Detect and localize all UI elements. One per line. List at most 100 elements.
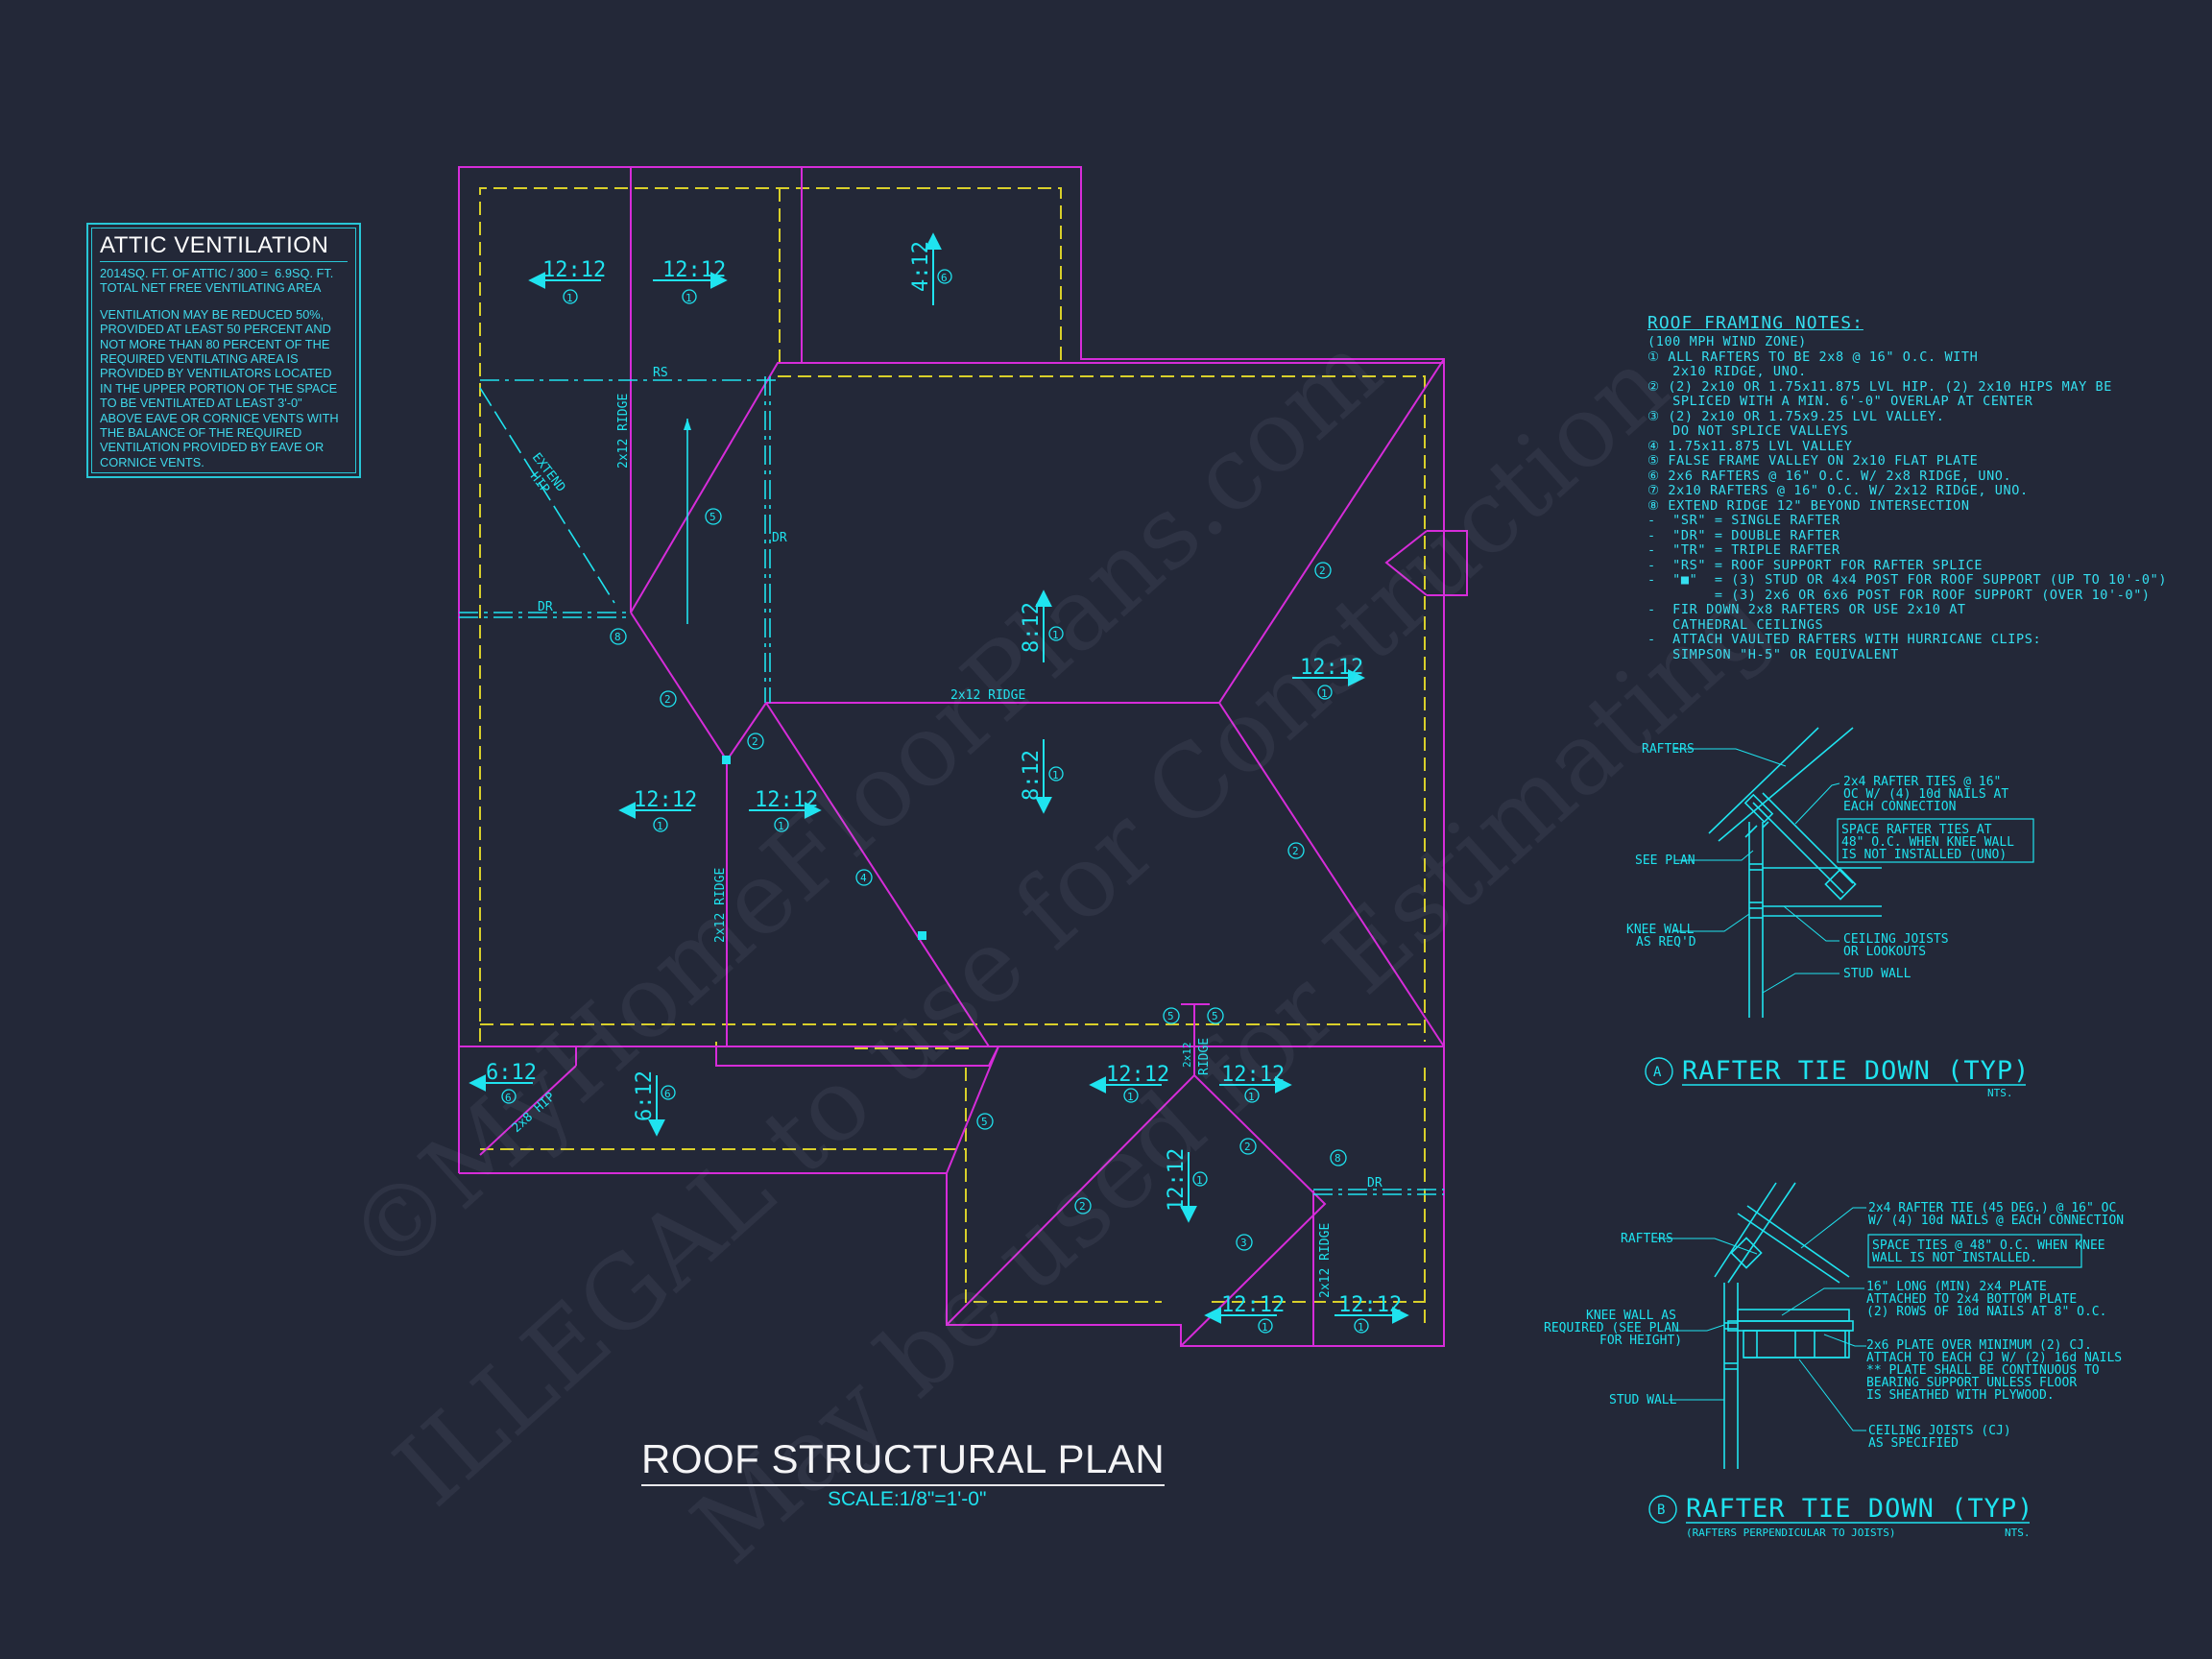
pitch-4: 12:12 1 [618, 788, 697, 832]
framing-note-line: - "RS" = ROOF SUPPORT FOR RAFTER SPLICE [1647, 557, 1984, 573]
svg-text:8: 8 [614, 631, 621, 643]
svg-text:2x12: 2x12 [1181, 1043, 1193, 1069]
framing-note-line: - ATTACH VAULTED RAFTERS WITH HURRICANE … [1647, 632, 2042, 647]
svg-text:NTS.: NTS. [2005, 1527, 2031, 1539]
svg-text:12:12: 12:12 [542, 258, 606, 282]
attic-ventilation-box: ATTIC VENTILATION 2014SQ. FT. OF ATTIC /… [86, 223, 361, 478]
svg-text:** PLATE SHALL BE CONTINUOUS T: ** PLATE SHALL BE CONTINUOUS TO [1866, 1363, 2100, 1378]
svg-text:1: 1 [1052, 769, 1059, 781]
attic-body-line: TO BE VENTILATED AT LEAST 3'-0" [100, 396, 302, 411]
svg-text:2x4 RAFTER TIES @ 16": 2x4 RAFTER TIES @ 16" [1843, 775, 2001, 789]
attic-body-line: THE BALANCE OF THE REQUIRED [100, 425, 302, 441]
pitch-8: 12:12 1 [1219, 1063, 1292, 1103]
pitch-v-8-12-up: 8:12 1 [1020, 589, 1064, 662]
svg-text:CEILING JOISTS (CJ): CEILING JOISTS (CJ) [1868, 1424, 2011, 1438]
pitch-6: 6:12 6 [469, 1061, 537, 1104]
svg-text:B: B [1657, 1503, 1665, 1518]
framing-note-line: ③ (2) 2x10 OR 1.75x9.25 LVL VALLEY. [1647, 408, 1945, 424]
framing-note-line: SPLICED WITH A MIN. 6'-0" OVERLAP AT CEN… [1647, 394, 2033, 409]
svg-text:1: 1 [1248, 1091, 1255, 1103]
svg-text:2: 2 [1319, 565, 1326, 577]
framing-note-line: - "■" = (3) STUD OR 4x4 POST FOR ROOF SU… [1647, 572, 2168, 588]
framing-note-line: ① ALL RAFTERS TO BE 2x8 @ 16" O.C. WITH [1647, 349, 1979, 365]
detail-a-drawing [1645, 727, 2034, 1086]
svg-text:ATTACH TO EACH CJ W/ (2) 16d N: ATTACH TO EACH CJ W/ (2) 16d NAILS [1866, 1351, 2122, 1365]
svg-text:BEARING SUPPORT UNLESS FLOOR: BEARING SUPPORT UNLESS FLOOR [1866, 1376, 2077, 1390]
svg-text:SPACE RAFTER TIES AT: SPACE RAFTER TIES AT [1841, 823, 1992, 837]
svg-text:2: 2 [1244, 1141, 1251, 1153]
svg-text:3: 3 [1240, 1237, 1247, 1249]
framing-note-line: = (3) 2x6 OR 6x6 POST FOR ROOF SUPPORT (… [1647, 587, 2151, 603]
vertical-pitch-labels: 4:12 6 8:12 1 8:12 1 6:12 6 12:12 1 [633, 232, 1208, 1223]
overhang-lines [479, 187, 1426, 1330]
pitch-v-8-12-down: 8:12 1 [1020, 739, 1064, 814]
svg-text:1: 1 [1262, 1321, 1268, 1334]
framing-notes-title: ROOF FRAMING NOTES: [1647, 313, 1863, 333]
pitch-10: 12:12 1 [1334, 1293, 1409, 1334]
svg-text:12:12: 12:12 [755, 788, 818, 812]
svg-text:FOR HEIGHT): FOR HEIGHT) [1599, 1334, 1682, 1348]
svg-text:EACH CONNECTION: EACH CONNECTION [1843, 800, 1956, 814]
svg-text:(2) ROWS OF 10d NAILS AT 8" O.: (2) ROWS OF 10d NAILS AT 8" O.C. [1866, 1305, 2106, 1319]
svg-text:2: 2 [1079, 1200, 1086, 1213]
svg-text:AS REQ'D: AS REQ'D [1636, 935, 1696, 950]
svg-text:OR LOOKOUTS: OR LOOKOUTS [1843, 945, 1926, 959]
framing-note-line: - "SR" = SINGLE RAFTER [1647, 513, 1840, 528]
framing-note-line: ⑦ 2x10 RAFTERS @ 16" O.C. W/ 2x12 RIDGE,… [1647, 483, 2029, 498]
svg-text:1: 1 [1358, 1321, 1364, 1334]
svg-text:6:12: 6:12 [633, 1070, 657, 1121]
svg-text:2: 2 [1292, 845, 1299, 857]
svg-text:RIDGE: RIDGE [1197, 1038, 1212, 1075]
pitch-7: 12:12 1 [1089, 1063, 1169, 1103]
svg-text:DR: DR [1367, 1176, 1382, 1190]
svg-text:1: 1 [685, 292, 692, 304]
svg-text:12:12: 12:12 [1106, 1063, 1169, 1087]
svg-text:4: 4 [860, 872, 867, 884]
svg-text:12:12: 12:12 [662, 258, 726, 282]
svg-text:KNEE WALL AS: KNEE WALL AS [1586, 1309, 1676, 1323]
framing-note-line: ⑥ 2x6 RAFTERS @ 16" O.C. W/ 2x8 RIDGE, U… [1647, 468, 2012, 484]
framing-note-line: DO NOT SPLICE VALLEYS [1647, 423, 1849, 439]
framing-note-line: ④ 1.75x11.875 LVL VALLEY [1647, 438, 1853, 454]
svg-text:1: 1 [1052, 629, 1059, 641]
svg-text:2x12 RIDGE: 2x12 RIDGE [713, 868, 728, 943]
pitch-1: 12:12 1 [528, 258, 606, 304]
svg-text:1: 1 [1127, 1091, 1134, 1103]
svg-text:RAFTERS: RAFTERS [1621, 1232, 1673, 1246]
svg-text:1: 1 [566, 292, 573, 304]
svg-text:CEILING JOISTS: CEILING JOISTS [1843, 932, 1949, 947]
pitch-v-6-12: 6:12 6 [633, 1070, 676, 1137]
framing-note-line: ⑧ EXTEND RIDGE 12" BEYOND INTERSECTION [1647, 497, 1970, 514]
svg-text:ATTACHED TO 2x4 BOTTOM PLATE: ATTACHED TO 2x4 BOTTOM PLATE [1866, 1292, 2077, 1307]
roof-framing-notes: ROOF FRAMING NOTES: (100 MPH WIND ZONE) … [1647, 313, 2167, 662]
svg-text:IS NOT INSTALLED (UNO): IS NOT INSTALLED (UNO) [1841, 848, 2007, 862]
svg-text:1: 1 [778, 820, 784, 832]
plan-scale: SCALE:1/8"=1'-0" [828, 1488, 987, 1510]
attic-body-line: CORNICE VENTS. [100, 454, 204, 469]
framing-note-line: ⑤ FALSE FRAME VALLEY ON 2x10 FLAT PLATE [1647, 453, 1979, 469]
svg-text:NTS.: NTS. [1987, 1087, 2013, 1099]
svg-text:12:12: 12:12 [1300, 656, 1363, 680]
svg-text:1: 1 [657, 820, 663, 832]
pitch-v-4-12: 4:12 6 [909, 232, 952, 305]
svg-text:12:12: 12:12 [1165, 1148, 1189, 1212]
framing-note-line: - "DR" = DOUBLE RAFTER [1647, 527, 1840, 543]
attic-ventilation-inner: ATTIC VENTILATION 2014SQ. FT. OF ATTIC /… [91, 228, 356, 473]
svg-text:DR: DR [772, 531, 787, 545]
framing-note-line: CATHEDRAL CEILINGS [1647, 616, 1824, 633]
framing-note-line: - "TR" = TRIPLE RAFTER [1647, 542, 1840, 558]
pitch-2: 12:12 1 [653, 258, 728, 304]
pitch-5: 12:12 1 [749, 788, 822, 832]
svg-text:AS SPECIFIED: AS SPECIFIED [1868, 1436, 1959, 1451]
framing-note-line: 2x10 RIDGE, UNO. [1647, 364, 1807, 379]
attic-body: VENTILATION MAY BE REDUCED 50%, PROVIDED… [100, 307, 348, 469]
attic-body-line: NOT MORE THAN 80 PERCENT OF THE [100, 336, 330, 351]
svg-text:8: 8 [1334, 1152, 1341, 1165]
svg-text:STUD WALL: STUD WALL [1609, 1393, 1677, 1407]
svg-text:1: 1 [1321, 687, 1328, 700]
post-marker-2 [918, 931, 926, 940]
svg-text:12:12: 12:12 [1221, 1293, 1285, 1317]
svg-text:2x6 PLATE OVER MINIMUM (2) CJ.: 2x6 PLATE OVER MINIMUM (2) CJ. [1866, 1338, 2092, 1353]
framing-note-line: SIMPSON "H-5" OR EQUIVALENT [1647, 646, 1899, 662]
